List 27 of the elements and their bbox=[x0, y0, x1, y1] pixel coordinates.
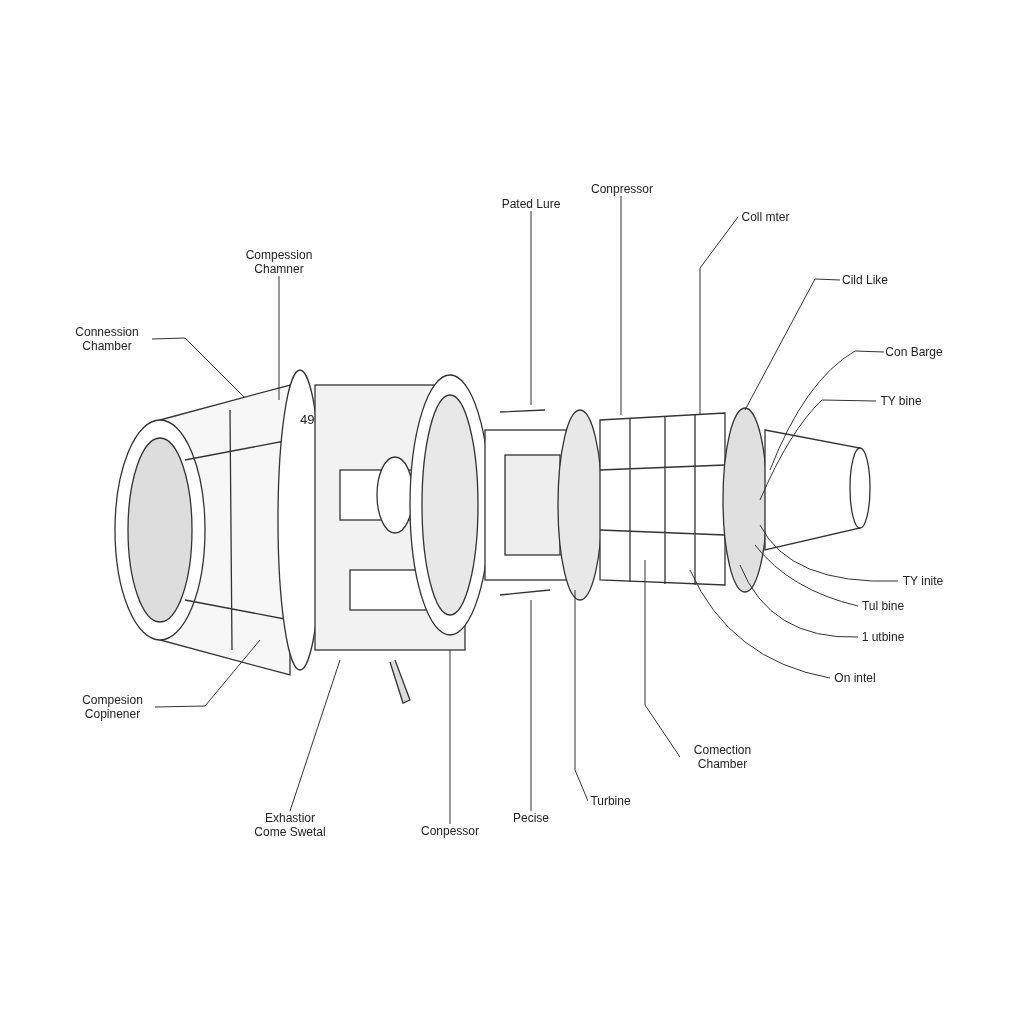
leader-line bbox=[644, 559, 681, 758]
leader-line bbox=[620, 195, 622, 416]
leader-line bbox=[759, 399, 877, 501]
part-label: Pated Lure bbox=[501, 197, 561, 211]
part-label: Coll mter bbox=[738, 210, 793, 224]
leader-line bbox=[530, 599, 532, 812]
leader-line bbox=[154, 639, 261, 708]
part-number: 49 bbox=[300, 412, 315, 427]
leader-line bbox=[689, 569, 831, 679]
part-label: Pecise bbox=[511, 811, 551, 825]
leader-line bbox=[739, 564, 859, 638]
leader-line bbox=[574, 589, 589, 802]
leader-line bbox=[759, 524, 899, 582]
leader-line bbox=[754, 544, 859, 607]
part-label: Conpressor bbox=[591, 182, 651, 196]
part-label: Con Barge bbox=[884, 345, 944, 359]
leader-line bbox=[530, 210, 532, 406]
leader-line bbox=[289, 659, 341, 812]
part-label: Conpessor bbox=[418, 824, 482, 838]
leader-line bbox=[699, 216, 739, 416]
part-label: Cild Like bbox=[840, 273, 890, 287]
leader-line bbox=[278, 275, 280, 401]
leader-line bbox=[449, 649, 451, 825]
part-label: Turbine bbox=[588, 794, 633, 808]
leader-line bbox=[151, 337, 246, 399]
leader-line bbox=[744, 278, 841, 411]
leader-line bbox=[769, 350, 885, 471]
